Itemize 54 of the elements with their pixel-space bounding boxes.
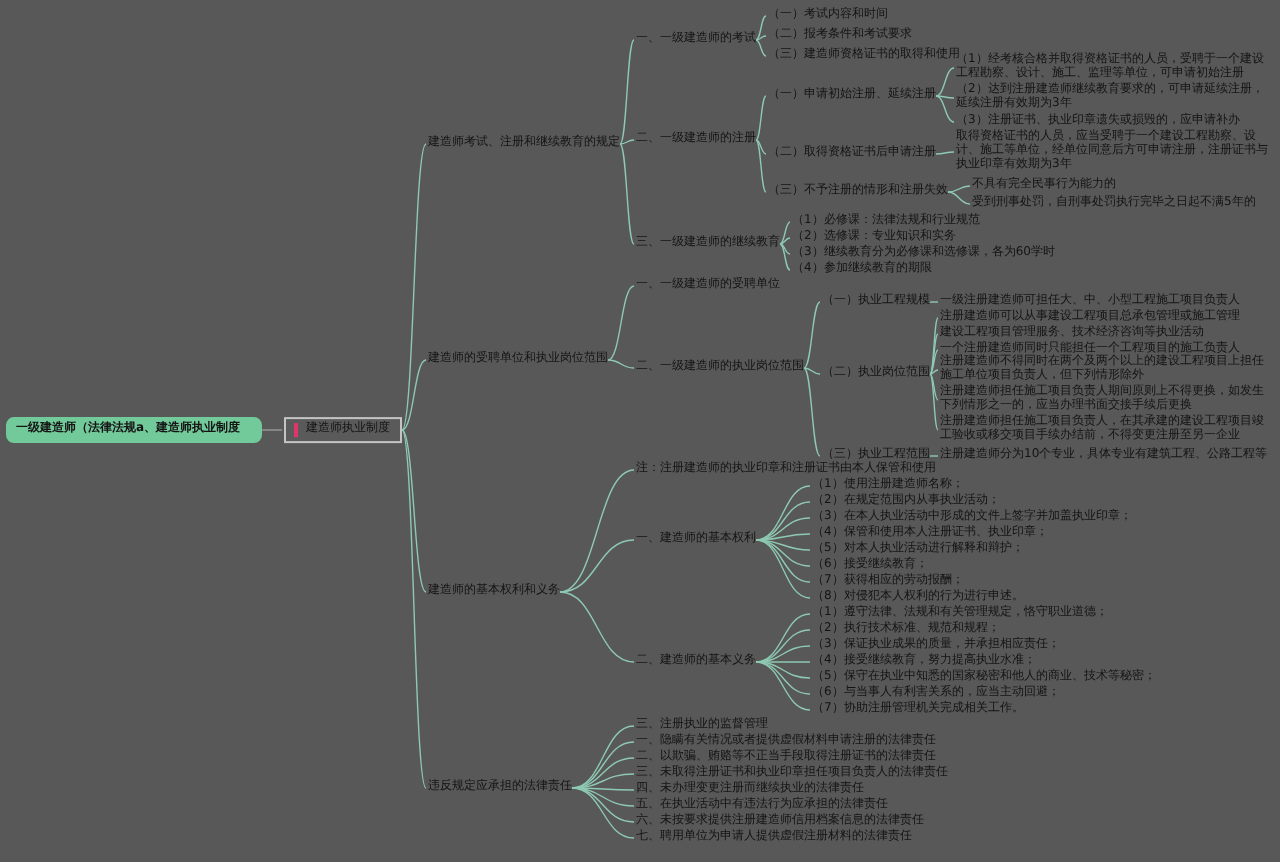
connector-line <box>929 373 939 431</box>
connector-line <box>755 613 811 663</box>
connector-line <box>779 243 791 271</box>
connector-line <box>929 373 939 401</box>
connector-line <box>755 35 767 41</box>
connector-line <box>779 221 791 245</box>
connector-line <box>571 787 635 839</box>
connector-line <box>401 143 427 431</box>
connector-line <box>803 367 821 457</box>
connector-line <box>947 191 971 205</box>
connector-line <box>401 359 427 431</box>
connector-line <box>755 485 811 541</box>
connector-line <box>755 539 811 551</box>
connector-line <box>929 333 939 375</box>
connector-line <box>619 143 635 245</box>
connector-line <box>755 95 767 141</box>
connector-line <box>803 367 821 375</box>
connector-line <box>571 787 635 807</box>
connector-line <box>755 39 767 57</box>
connector-line <box>929 455 939 457</box>
connector-line <box>559 539 635 593</box>
connector-line <box>755 139 767 193</box>
connector-line <box>619 139 635 145</box>
connector-line <box>929 301 939 303</box>
connector-line <box>755 661 811 695</box>
connector-line <box>571 725 635 789</box>
connector-line <box>607 285 635 361</box>
connector-line <box>755 539 811 599</box>
connector-line <box>755 533 811 541</box>
connector-line <box>755 661 811 679</box>
connector-line <box>619 39 635 145</box>
connector-line <box>935 67 955 97</box>
connector-line <box>779 243 791 255</box>
connector-line <box>929 317 939 375</box>
connector-line <box>935 95 955 123</box>
connector-line <box>755 15 767 41</box>
connector-line <box>803 301 821 369</box>
connector-line <box>929 369 939 375</box>
connector-line <box>559 591 635 663</box>
connector-line <box>929 349 939 375</box>
connector-line <box>755 139 767 155</box>
connector-line <box>935 95 955 99</box>
connector-line <box>401 429 427 593</box>
connector-line <box>559 469 635 593</box>
connector-line <box>755 661 811 711</box>
connector-line <box>571 787 635 791</box>
connector-line <box>607 359 635 369</box>
connector-line <box>571 787 635 823</box>
connector-line <box>947 185 971 193</box>
connector-line <box>755 661 811 663</box>
connector-line <box>261 429 283 431</box>
connector-line <box>935 151 955 155</box>
connector-line <box>779 237 791 245</box>
connector-line <box>401 429 427 789</box>
